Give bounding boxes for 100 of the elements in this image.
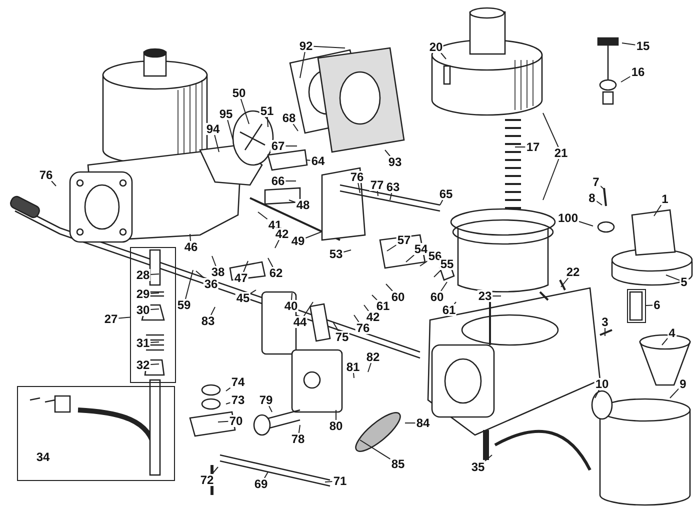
- leader-line: [227, 120, 234, 140]
- leader-line: [298, 424, 300, 434]
- leader-line: [150, 292, 160, 294]
- callout-number: 17: [525, 141, 541, 153]
- leader-line: [390, 192, 392, 200]
- leader-line: [292, 124, 298, 132]
- callout-number: 48: [295, 199, 311, 211]
- leader-line: [313, 46, 346, 48]
- callout-number: 75: [334, 331, 350, 343]
- callout-number: 81: [345, 361, 361, 373]
- callout-number: 79: [258, 394, 274, 406]
- leader-line: [364, 304, 369, 312]
- callout-number: 78: [290, 433, 306, 445]
- callout-number: 31: [135, 337, 151, 349]
- callout-number: 35: [470, 461, 486, 473]
- leader-line: [150, 364, 160, 365]
- callout-number: 30: [135, 304, 151, 316]
- callout-number: 61: [441, 304, 457, 316]
- leader-line: [542, 158, 560, 200]
- leader-line: [560, 278, 569, 288]
- leader-line: [343, 250, 352, 252]
- callout-number: 32: [135, 359, 151, 371]
- callout-number: 42: [274, 228, 290, 240]
- callout-number: 85: [390, 458, 406, 470]
- callout-number: 6: [652, 299, 662, 311]
- callout-number: 76: [38, 169, 54, 181]
- callout-number: 64: [310, 155, 326, 167]
- callout-number: 7: [592, 176, 600, 188]
- leader-line: [622, 42, 636, 46]
- callout-number: 54: [413, 243, 429, 255]
- leader-line: [420, 260, 428, 266]
- callout-number: 50: [231, 87, 247, 99]
- callout-number: 22: [565, 266, 581, 278]
- callout-number: 60: [429, 291, 445, 303]
- leader-line: [196, 270, 205, 278]
- callout-number: 71: [332, 475, 348, 487]
- leader-line: [185, 270, 194, 300]
- callout-number: 80: [328, 420, 344, 432]
- callout-number: 84: [415, 417, 431, 429]
- callout-number: 5: [680, 276, 688, 288]
- callout-number: 59: [176, 299, 192, 311]
- leader-line: [218, 420, 229, 422]
- leader-line: [578, 221, 594, 226]
- leader-line: [620, 76, 631, 82]
- leader-line: [654, 204, 662, 216]
- leader-line: [440, 282, 448, 292]
- callout-number: 93: [387, 156, 403, 168]
- callout-number: 76: [355, 322, 371, 334]
- callout-number: 57: [396, 234, 412, 246]
- callout-number: 51: [259, 105, 275, 117]
- callout-number: 55: [439, 258, 455, 270]
- callout-number: 53: [328, 248, 344, 260]
- leader-line: [354, 314, 360, 322]
- callout-number: 82: [365, 351, 381, 363]
- callout-number: 29: [135, 288, 151, 300]
- leader-line: [440, 200, 444, 206]
- callout-number: 73: [230, 394, 246, 406]
- callout-number: 3: [600, 316, 610, 328]
- callout-number: 65: [438, 188, 454, 200]
- leader-line: [666, 274, 680, 281]
- leader-line: [226, 402, 231, 404]
- callout-number: 49: [290, 235, 306, 247]
- inset-frame: [627, 289, 646, 323]
- leader-line: [305, 232, 322, 238]
- leader-line: [268, 258, 274, 268]
- leader-line: [377, 190, 378, 196]
- leader-line: [303, 302, 314, 316]
- leader-line: [226, 387, 231, 392]
- leader-line: [662, 338, 668, 346]
- callout-number: 74: [230, 376, 246, 388]
- leader-line: [670, 388, 680, 398]
- callout-number: 76: [349, 171, 365, 183]
- callout-number: 69: [253, 478, 269, 490]
- leader-line: [604, 328, 606, 336]
- leader-line: [358, 182, 360, 194]
- leader-line: [484, 454, 492, 462]
- leader-line: [150, 342, 160, 343]
- callout-number: 66: [270, 175, 286, 187]
- leader-line: [150, 274, 160, 275]
- leader-line: [258, 212, 268, 220]
- leader-line: [118, 316, 130, 319]
- leader-line: [190, 234, 191, 242]
- leader-line: [243, 260, 248, 272]
- inset-frame: [17, 386, 175, 481]
- callout-number: 63: [385, 181, 401, 193]
- leader-line: [212, 256, 216, 266]
- leader-line: [368, 362, 372, 372]
- leader-line: [404, 422, 416, 424]
- callout-number: 47: [233, 272, 249, 284]
- callout-number: 45: [235, 292, 251, 304]
- callout-number: 27: [103, 313, 119, 325]
- inset-frame: [130, 247, 176, 383]
- callout-number: 36: [203, 278, 219, 290]
- leader-line: [291, 292, 292, 300]
- leader-line: [306, 160, 311, 161]
- leader-line: [360, 440, 391, 460]
- leader-line: [386, 284, 393, 292]
- callout-number: 100: [556, 212, 580, 224]
- leader-line: [372, 294, 378, 300]
- callout-number: 94: [205, 123, 221, 135]
